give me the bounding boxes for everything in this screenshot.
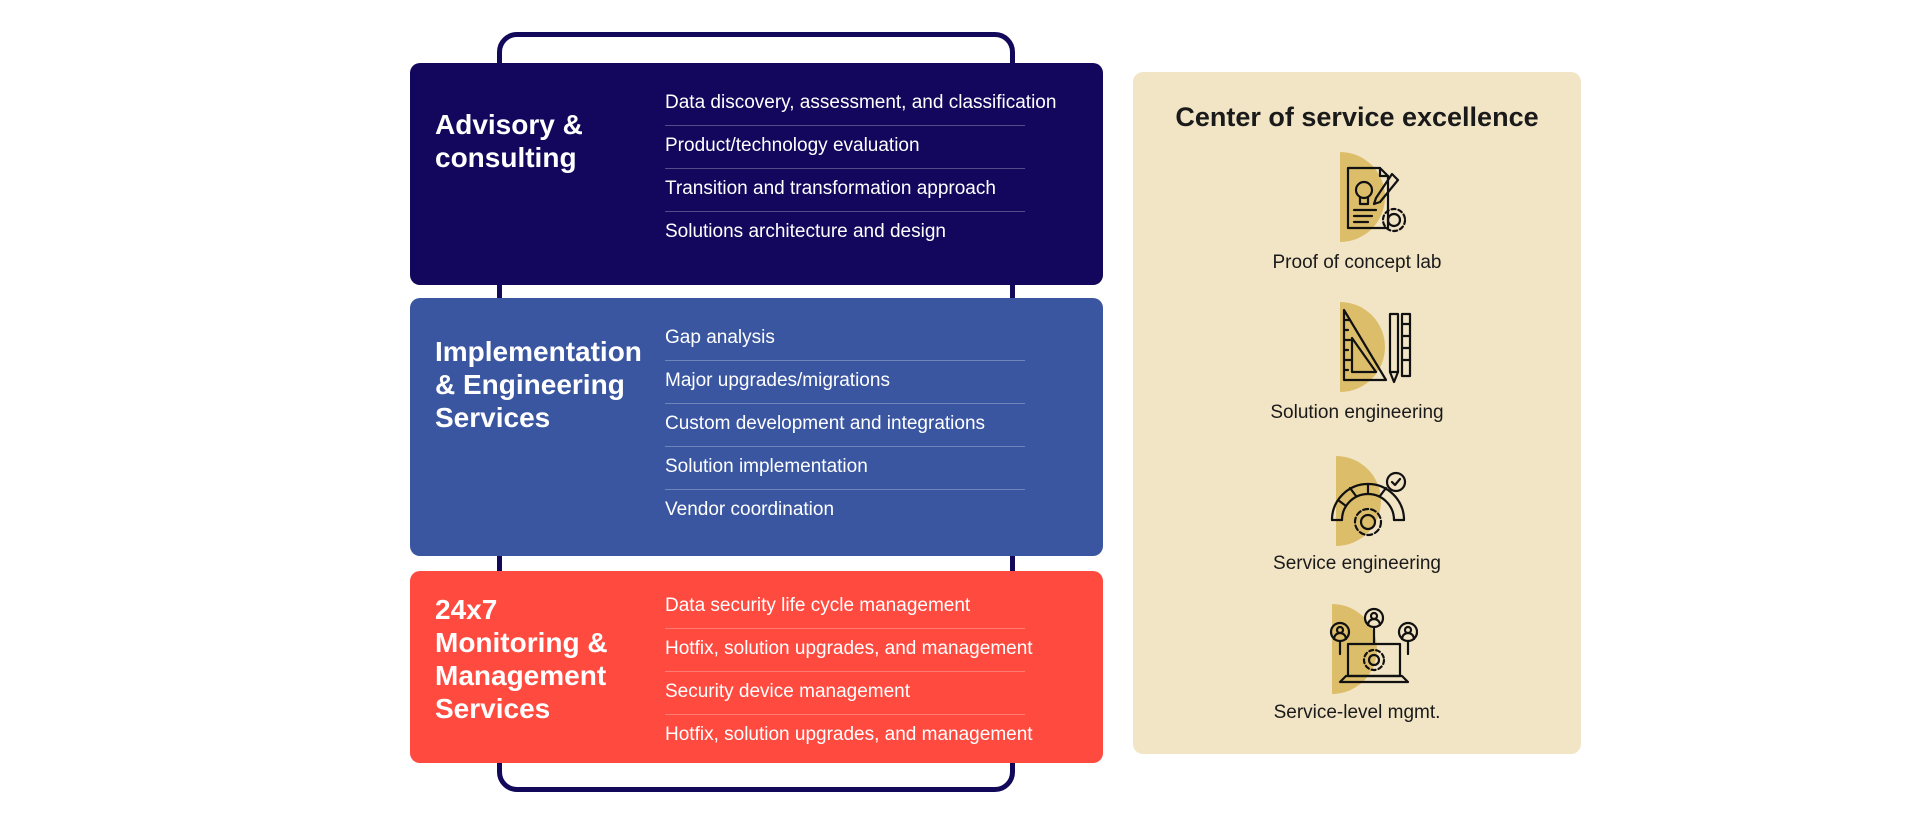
- list-item: Solutions architecture and design: [665, 212, 1123, 255]
- coe-item-label: Service engineering: [1273, 553, 1441, 574]
- list-item: Custom development and integrations: [665, 404, 1123, 447]
- list-item: Hotfix, solution upgrades, and managemen…: [665, 715, 1123, 758]
- people-laptop-gear-icon: [1329, 604, 1418, 694]
- list-item-label: Product/technology evaluation: [665, 135, 920, 156]
- coe-item-label: Proof of concept lab: [1272, 252, 1442, 273]
- list-item: Solution implementation: [665, 447, 1123, 490]
- list-item-label: Hotfix, solution upgrades, and managemen…: [665, 638, 1033, 659]
- list-item: Hotfix, solution upgrades, and managemen…: [665, 629, 1123, 672]
- monitoring-title: 24x7 Monitoring & Management Services: [435, 594, 608, 724]
- coe-item-service-engineering: Service engineering: [1133, 456, 1581, 596]
- implementation-items: Gap analysis Major upgrades/migrations C…: [665, 318, 1123, 533]
- list-item-label: Custom development and integrations: [665, 413, 986, 434]
- list-item-label: Solutions architecture and design: [665, 221, 946, 242]
- implementation-title: Implementation & Engineering Services: [435, 336, 642, 433]
- list-item-label: Vendor coordination: [665, 499, 835, 520]
- list-item-label: Hotfix, solution upgrades, and managemen…: [665, 724, 1033, 745]
- list-item: Security device management: [665, 672, 1123, 715]
- advisory-block: Advisory & consulting Data discovery, as…: [410, 63, 1103, 285]
- list-item: Transition and transformation approach: [665, 169, 1123, 212]
- advisory-items: Data discovery, assessment, and classifi…: [665, 83, 1123, 255]
- list-item: Data security life cycle management: [665, 586, 1123, 629]
- list-item: Vendor coordination: [665, 490, 1123, 533]
- list-item-label: Transition and transformation approach: [665, 178, 996, 199]
- document-lightbulb-gear-icon: [1340, 152, 1407, 242]
- coe-panel: Center of service excellence Proof of co…: [1133, 72, 1581, 754]
- coe-item-service-level: Service-level mgmt.: [1133, 602, 1581, 742]
- monitoring-items: Data security life cycle management Hotf…: [665, 586, 1123, 758]
- list-item: Product/technology evaluation: [665, 126, 1123, 169]
- coe-item-proof-of-concept: Proof of concept lab: [1133, 150, 1581, 290]
- implementation-block: Implementation & Engineering Services Ga…: [410, 298, 1103, 556]
- list-item-label: Gap analysis: [665, 327, 775, 348]
- list-item-label: Security device management: [665, 681, 911, 702]
- list-item: Gap analysis: [665, 318, 1123, 361]
- coe-item-solution-engineering: Solution engineering: [1133, 300, 1581, 440]
- monitoring-block: 24x7 Monitoring & Management Services Da…: [410, 571, 1103, 763]
- coe-item-label: Service-level mgmt.: [1273, 702, 1441, 723]
- list-item-label: Solution implementation: [665, 456, 868, 477]
- advisory-title: Advisory & consulting: [435, 109, 583, 173]
- gauge-gear-check-icon: [1330, 456, 1407, 546]
- list-item-label: Major upgrades/migrations: [665, 370, 890, 391]
- coe-title: Center of service excellence: [1175, 102, 1539, 132]
- list-item-label: Data discovery, assessment, and classifi…: [665, 92, 1057, 113]
- coe-item-label: Solution engineering: [1270, 402, 1444, 423]
- list-item: Major upgrades/migrations: [665, 361, 1123, 404]
- list-item: Data discovery, assessment, and classifi…: [665, 83, 1123, 126]
- list-item-label: Data security life cycle management: [665, 595, 971, 616]
- ruler-triangle-pencil-icon: [1340, 302, 1412, 392]
